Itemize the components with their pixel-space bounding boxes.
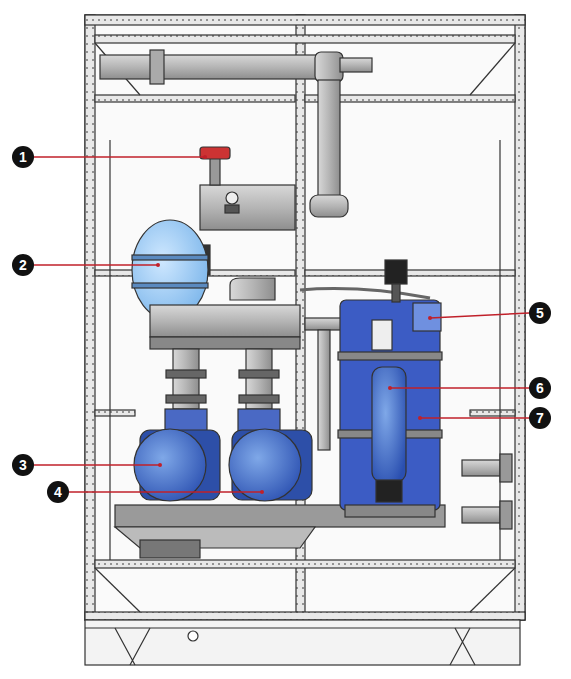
callout-number: 4 — [47, 481, 69, 503]
callout-number: 3 — [12, 454, 34, 476]
callout-number: 2 — [12, 254, 34, 276]
callout-number: 1 — [12, 146, 34, 168]
callout-number: 5 — [529, 302, 551, 324]
callout-number: 7 — [529, 407, 551, 429]
callout-number: 6 — [529, 377, 551, 399]
leader-lines — [34, 157, 529, 492]
